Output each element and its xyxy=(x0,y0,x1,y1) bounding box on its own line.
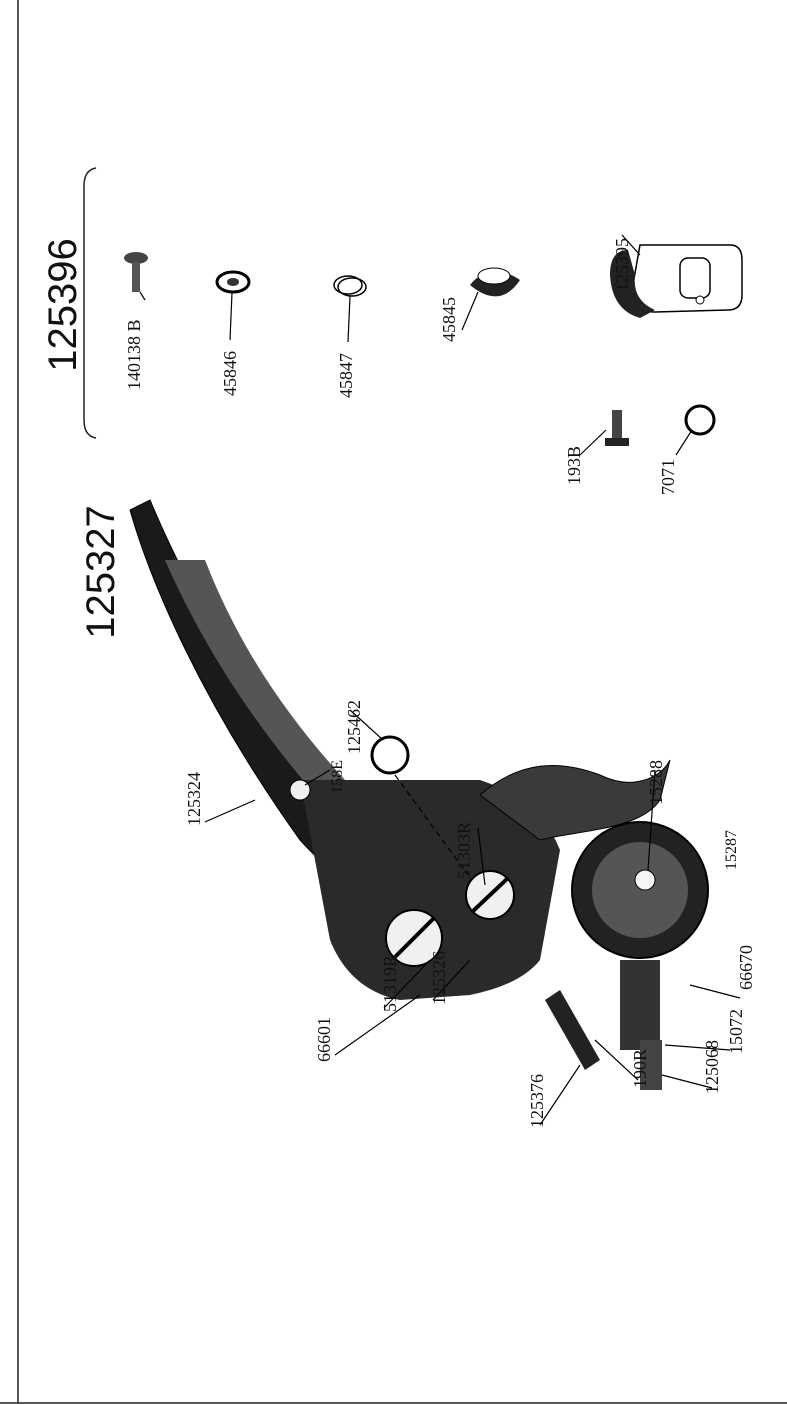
leader-lines-main xyxy=(204,709,741,1126)
label-158e: 158E xyxy=(329,760,346,794)
label-15288: 15288 xyxy=(646,760,666,805)
label-45847: 45847 xyxy=(336,353,356,398)
label-66601: 66601 xyxy=(314,1017,334,1062)
label-45846: 45846 xyxy=(220,351,240,396)
assembly-number-kit: 125396 xyxy=(41,238,85,371)
label-193b: 193B xyxy=(564,446,584,485)
label-66670: 66670 xyxy=(736,945,756,990)
label-190r: 190R xyxy=(630,1049,650,1088)
looper-assembly-illustration xyxy=(129,499,709,1090)
leader-lines-kit xyxy=(139,234,693,456)
label-125068: 125068 xyxy=(702,1040,722,1094)
kit-parts-illustrations xyxy=(124,244,743,446)
label-125326: 125326 xyxy=(429,951,449,1005)
label-51319r: 51319R xyxy=(380,955,400,1012)
label-125376: 125376 xyxy=(527,1074,547,1128)
assembly-number-main: 125327 xyxy=(79,505,123,638)
label-15287: 15287 xyxy=(723,830,740,870)
label-125395: 125395 xyxy=(612,238,632,292)
label-125324: 125324 xyxy=(184,772,204,826)
label-140138b: 140138 B xyxy=(124,319,144,390)
label-45845: 45845 xyxy=(439,297,459,342)
label-51303r: 51303R xyxy=(454,822,474,879)
label-7071: 7071 xyxy=(658,459,678,495)
label-15072: 15072 xyxy=(726,1009,746,1054)
label-125462: 125462 xyxy=(344,700,364,754)
kit-group-brace xyxy=(83,167,97,439)
